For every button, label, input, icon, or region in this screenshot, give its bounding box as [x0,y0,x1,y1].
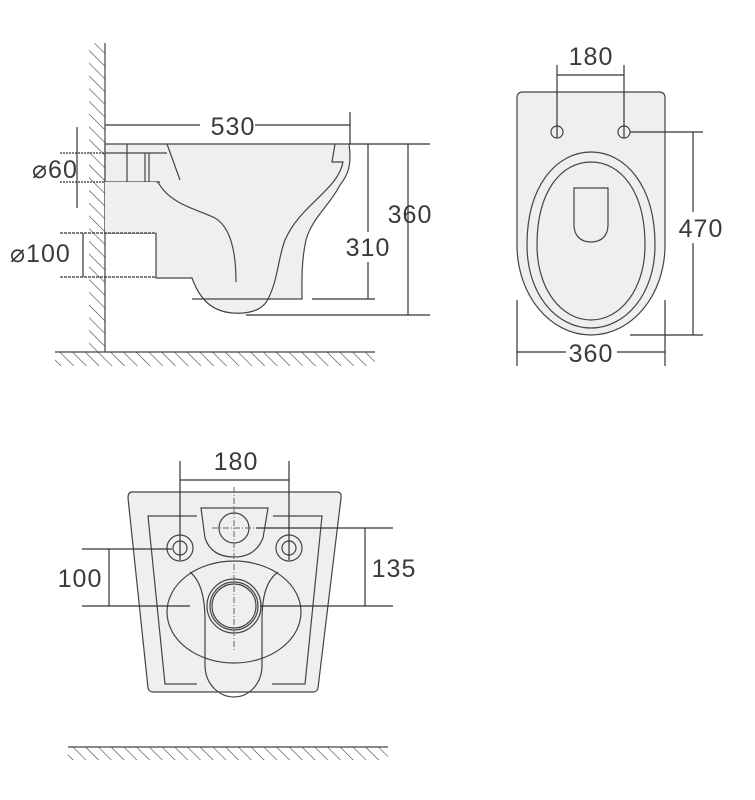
outlet-slot [189,571,279,698]
inner-frame-left [147,515,197,685]
inlet-height-label: 135 [372,555,417,583]
pipe-100-label: ⌀100 [10,240,71,268]
floor-hatch [55,352,375,366]
top-width-label: 360 [569,340,614,368]
side-width-label: 530 [211,113,256,141]
outlet-height-label: 310 [346,234,391,262]
seat-inner [536,161,646,321]
toilet-side-body [104,143,351,314]
top-view: 180 470 360 [516,43,724,368]
top-length-label: 470 [679,215,724,243]
wall-hatch [89,43,105,352]
lid-detail [573,187,609,243]
rear-bolt-spacing-label: 180 [214,448,259,476]
seat-outer [526,151,656,329]
top-bolt-spacing-label: 180 [569,43,614,71]
inner-frame-right [272,515,323,685]
bowl-inner-curve [157,181,237,283]
pipe-60-label: ⌀60 [32,156,78,184]
side-fill-patch [105,182,156,233]
toilet-top-outline [516,91,666,336]
rear-view: 180 100 135 [58,448,417,760]
floor-hatch [68,747,388,760]
bolt-height-label: 100 [58,565,103,593]
side-view: 530 ⌀60 ⌀100 310 360 [10,43,433,366]
total-height-label: 360 [388,201,433,229]
toilet-rear-outline [127,491,342,693]
rim-line [166,143,181,181]
trapway-curve [267,143,344,300]
